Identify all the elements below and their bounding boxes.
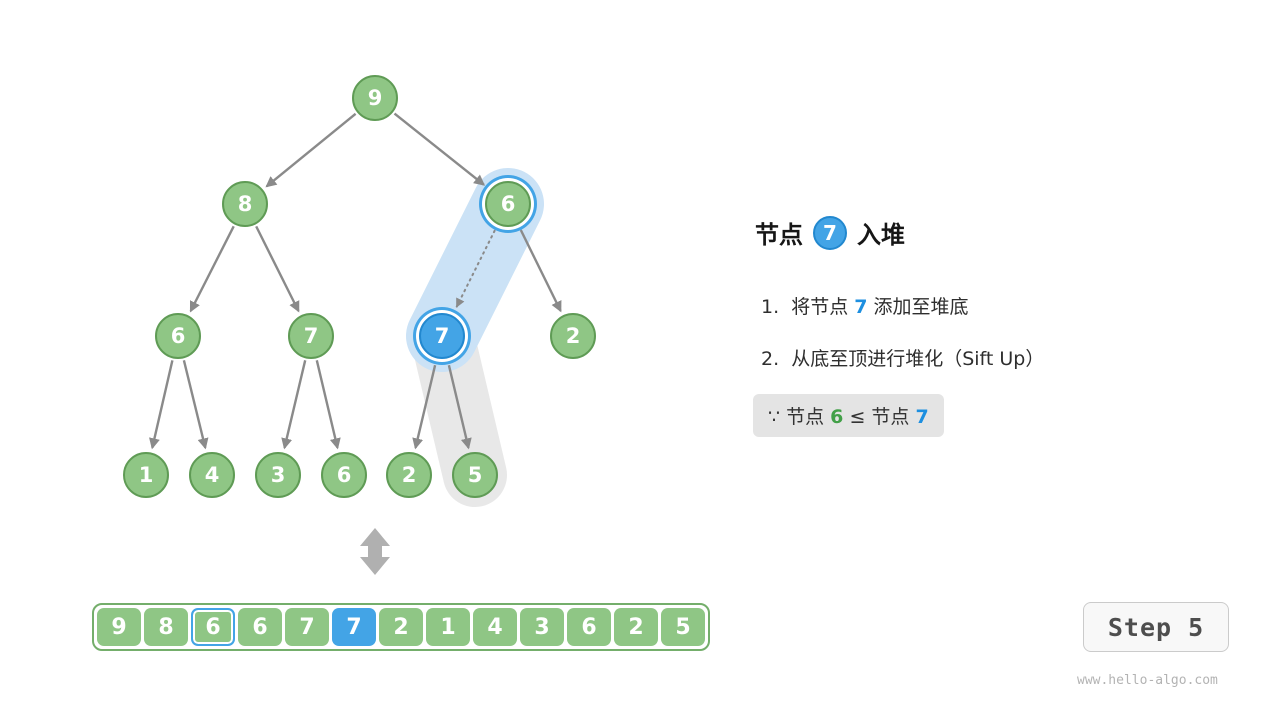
array-cell-1: 8 bbox=[144, 608, 188, 646]
edge-7-2 bbox=[412, 364, 437, 450]
inline-value-blue: 7 bbox=[915, 406, 929, 428]
tree-node-6: 2 bbox=[550, 313, 596, 359]
array-cell-10: 6 bbox=[567, 608, 611, 646]
comparison-note: ∵ 节点 6 ≤ 节点 7 bbox=[753, 394, 944, 437]
array-cell-9: 3 bbox=[520, 608, 564, 646]
inline-text: 添加至堆底 bbox=[867, 296, 969, 318]
tree-array-equivalence-arrow-icon bbox=[360, 528, 390, 575]
panel-title-suffix: 入堆 bbox=[857, 221, 905, 249]
tree-node-1: 8 bbox=[222, 181, 268, 227]
edge-7-6 bbox=[315, 360, 341, 450]
edge-6-1 bbox=[149, 360, 174, 450]
inline-text: ∵ 节点 bbox=[768, 406, 831, 428]
inline-value-green: 6 bbox=[830, 406, 844, 428]
inline-value-blue: 7 bbox=[854, 296, 868, 318]
tree-node-10: 6 bbox=[321, 452, 367, 498]
array-cell-2: 6 bbox=[191, 608, 235, 646]
tree-node-12: 5 bbox=[452, 452, 498, 498]
array-cell-8: 4 bbox=[473, 608, 517, 646]
array-cell-11: 2 bbox=[614, 608, 658, 646]
tree-node-7: 1 bbox=[123, 452, 169, 498]
array-cell-12: 5 bbox=[661, 608, 705, 646]
array-cell-3: 6 bbox=[238, 608, 282, 646]
tree-node-5: 7 bbox=[419, 313, 465, 359]
inline-text: ≤ 节点 bbox=[843, 406, 916, 428]
panel-title-prefix: 节点 bbox=[755, 221, 803, 249]
edge-9-6 bbox=[393, 112, 486, 186]
array-cell-6: 2 bbox=[379, 608, 423, 646]
instruction-step-2: 2. 从底至顶进行堆化（Sift Up） bbox=[761, 344, 1044, 371]
inline-text: 1. 将节点 bbox=[761, 296, 855, 318]
array-cell-4: 7 bbox=[285, 608, 329, 646]
tree-node-0: 9 bbox=[352, 75, 398, 121]
panel-title: 节点 7 入堆 bbox=[755, 215, 905, 250]
tree-node-11: 2 bbox=[386, 452, 432, 498]
edge-7-3 bbox=[281, 360, 307, 450]
tree-node-9: 3 bbox=[255, 452, 301, 498]
array-cell-5: 7 bbox=[332, 608, 376, 646]
edge-9-8 bbox=[265, 112, 357, 188]
tree-node-3: 6 bbox=[155, 313, 201, 359]
tree-node-8: 4 bbox=[189, 452, 235, 498]
inline-text: 2. 从底至顶进行堆化（Sift Up） bbox=[761, 348, 1045, 370]
panel-title-node-badge: 7 bbox=[813, 215, 847, 250]
instruction-step-1: 1. 将节点 7 添加至堆底 bbox=[761, 292, 969, 319]
edge-8-6 bbox=[189, 225, 235, 313]
explanation-panel: 节点 7 入堆 1. 将节点 7 添加至堆底 2. 从底至顶进行堆化（Sift … bbox=[753, 212, 1243, 462]
edge-7-5 bbox=[447, 364, 472, 450]
edge-8-7 bbox=[255, 225, 300, 313]
tree-node-2: 6 bbox=[485, 181, 531, 227]
sift-up-dotted-arrow bbox=[455, 229, 496, 308]
array-cell-0: 9 bbox=[97, 608, 141, 646]
edge-6-4 bbox=[182, 360, 209, 450]
tree-node-4: 7 bbox=[288, 313, 334, 359]
edge-6-2 bbox=[519, 229, 562, 313]
step-badge: Step 5 bbox=[1083, 602, 1229, 652]
array-cell-7: 1 bbox=[426, 608, 470, 646]
watermark: www.hello-algo.com bbox=[1077, 673, 1218, 688]
